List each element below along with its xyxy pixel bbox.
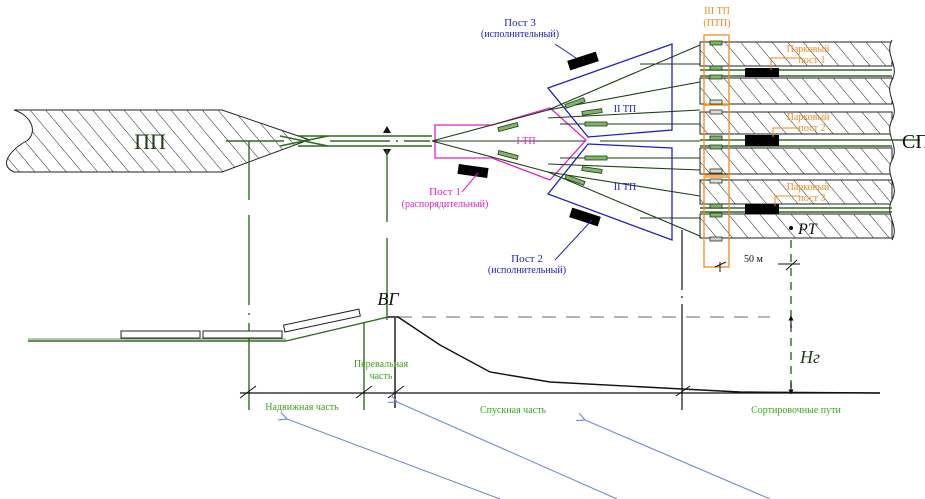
sorting-tracks <box>700 69 920 213</box>
park-post-2-line1: Парковый <box>787 112 830 123</box>
park-post-2-block <box>745 135 779 146</box>
park-post-1-block <box>745 68 779 77</box>
pointer-arrow-descent-icon <box>585 420 771 499</box>
design-point-marker <box>789 226 793 230</box>
tpt3-retarders <box>709 40 723 242</box>
post1-leader <box>461 172 479 193</box>
post2-title: Пост 2 <box>511 253 543 265</box>
receiving-park-label: ПП <box>134 129 166 154</box>
section-label-crest-line2: часть <box>370 371 393 382</box>
park-post-1-line1: Парковый <box>787 44 830 55</box>
tpt1-zone <box>434 107 587 181</box>
post1-title: Пост 1 <box>429 186 461 198</box>
track-fan <box>431 44 701 237</box>
section-label-sorting: Сортировочные пути <box>751 405 841 416</box>
section-label-crest-line1: Перевальная <box>354 359 409 370</box>
park-post-2-line2: пост 2 <box>799 123 826 134</box>
post2-block <box>569 207 601 227</box>
post1-block <box>457 163 489 179</box>
post1-subtitle: (распорядительный) <box>402 199 489 210</box>
post3-subtitle: (исполнительный) <box>481 29 559 40</box>
receiving-park-area <box>6 109 312 173</box>
distance-dimension <box>714 259 800 272</box>
park-post-3-line1: Парковый <box>787 182 830 193</box>
sorting-park-label: СП <box>902 131 925 153</box>
park-post-leaders <box>770 57 800 206</box>
wagons <box>120 308 361 339</box>
post3-title: Пост 3 <box>504 17 536 29</box>
park-post-3-block <box>745 204 779 214</box>
tpt2-lower-label: II ТП <box>614 182 637 193</box>
post3-leader <box>554 43 577 59</box>
projection-lines <box>248 141 388 410</box>
post3-block <box>567 51 599 71</box>
post2-subtitle: (исполнительный) <box>488 265 566 276</box>
approach-profile <box>28 316 389 342</box>
tpt3-sublabel: (ПТП) <box>703 18 730 29</box>
height-label: Hг <box>799 347 820 367</box>
tpt1-label: I ТП <box>516 136 535 147</box>
design-point-label: РТ <box>797 221 818 238</box>
section-label-descent: Спускная часть <box>480 405 546 416</box>
pointer-arrow-approach-icon <box>287 419 501 499</box>
descent-profile <box>388 316 881 394</box>
pointer-arrow-crest-icon <box>397 402 618 499</box>
tpt2-upper-label: II ТП <box>614 104 637 115</box>
sorting-park <box>699 39 925 241</box>
hump-marker-top-icon <box>383 126 391 133</box>
distance-label: 50 м <box>744 254 764 265</box>
hump-top-label: ВГ <box>377 289 399 309</box>
park-post-3-line2: пост 3 <box>799 193 826 204</box>
section-label-approach: Надвижная часть <box>265 402 339 413</box>
tpt2-upper-zone <box>546 43 673 138</box>
retarders <box>497 97 608 186</box>
main-track <box>226 135 432 147</box>
park-post-1-line2: пост 1 <box>799 55 826 66</box>
baseline-ticks <box>239 385 691 399</box>
pointer-arrows <box>287 402 771 499</box>
tpt3-label: III ТП <box>704 6 730 17</box>
post2-leader <box>554 219 593 261</box>
